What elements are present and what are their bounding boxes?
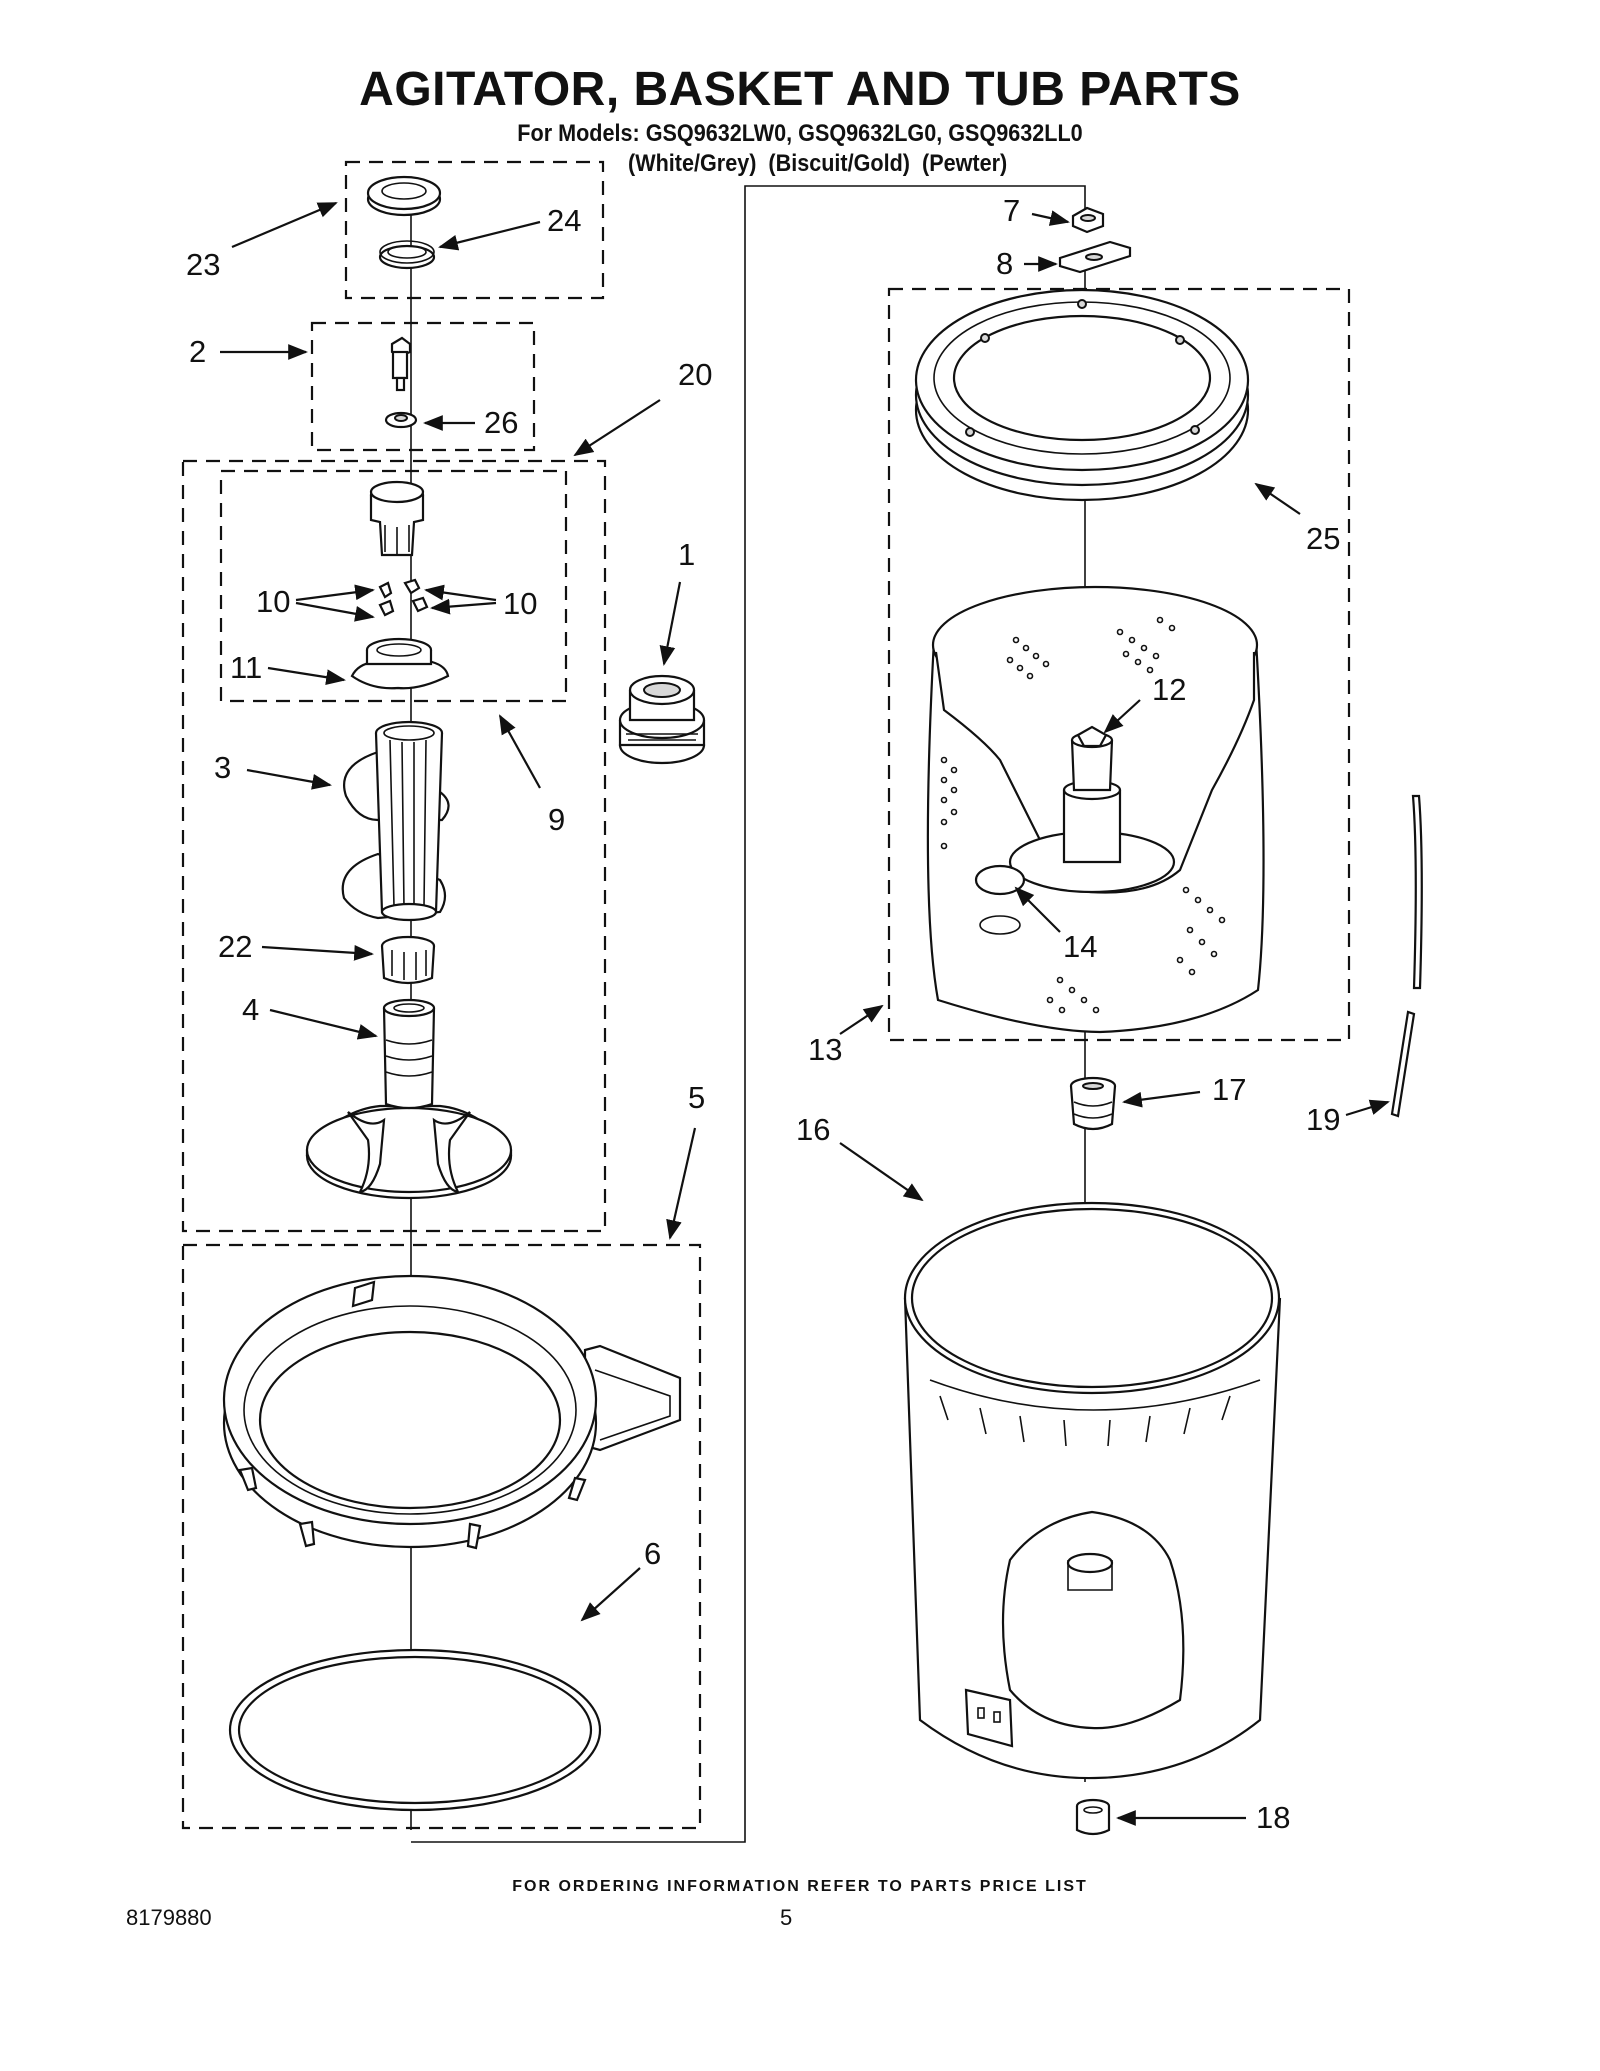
callout-20: 20 [678,357,712,392]
callout-26: 26 [484,405,518,440]
arrow-6 [580,1567,641,1622]
wash-basket-part [926,585,1265,1034]
group-box-13 [887,287,1351,1042]
arrow-10a-2 [295,601,375,622]
models-line: For Models: GSQ9632LW0, GSQ9632LG0, GSQ9… [517,120,1083,147]
drain-hose-part [1390,794,1423,1118]
callout-14: 14 [1063,929,1097,964]
callout-23: 23 [186,247,220,282]
arrow-1 [659,581,682,666]
arrow-7 [1031,210,1070,226]
arrow-25 [1254,482,1301,515]
group-box-5 [181,1243,702,1830]
callout-6: 6 [644,1536,661,1571]
arrow-16 [839,1142,924,1202]
callout-11: 11 [230,650,262,685]
tub-drain-plug-part [1075,1798,1111,1836]
arrow-13 [839,1004,884,1035]
tub-bushing-part [1069,1076,1117,1131]
tub-ring-part [222,1274,682,1550]
callout-13: 13 [808,1032,842,1067]
callout-7: 7 [1003,193,1020,228]
arrow-19 [1345,1099,1390,1117]
callout-16: 16 [796,1112,830,1147]
arrow-10a-1 [295,584,375,602]
callout-8: 8 [996,246,1013,281]
callout-12: 12 [1152,672,1186,707]
arrow-20 [573,399,661,457]
group-box-20 [181,459,607,1233]
balance-ring-part [914,288,1250,502]
tub-clip-part [1058,240,1132,274]
page-number: 5 [780,1905,793,1930]
ordering-note: FOR ORDERING INFORMATION REFER TO PARTS … [512,1878,1088,1895]
outer-tub-part [903,1201,1282,1780]
agitator-cap-part [366,175,442,217]
tub-ring-seal-part [228,1648,602,1812]
callout-3: 3 [214,750,231,785]
arrow-9 [499,714,541,789]
colors-line: (White/Grey) (Biscuit/Gold) (Pewter) [628,150,1008,177]
callout-4: 4 [242,992,259,1027]
page-title: AGITATOR, BASKET AND TUB PARTS [359,63,1241,116]
callout-10-left: 10 [256,584,290,619]
bolt-washer-part [384,411,418,429]
arrow-24 [438,220,541,251]
agitator-bolt-part [390,336,412,392]
arrow-23 [231,201,338,249]
group-box-9 [219,469,568,703]
arrow-17 [1122,1090,1201,1108]
arrow-10b-1 [424,584,497,602]
callout-9: 9 [548,802,565,837]
callout-1: 1 [678,537,695,572]
callout-2: 2 [189,334,206,369]
group-box-2-26 [310,321,536,452]
arrow-12 [1103,699,1141,734]
agitator-drive-bell-part [380,935,436,985]
agitator-auger-part [341,720,450,922]
callout-24: 24 [547,203,581,238]
callout-5: 5 [688,1080,705,1115]
arrow-5 [666,1127,697,1240]
arrow-4 [269,1008,378,1040]
assembly-route-line [411,185,1086,1843]
group-box-23-24 [344,160,605,300]
callout-25: 25 [1306,521,1340,556]
agitator-dog-housing-part [369,480,425,557]
arrow-22 [261,944,374,961]
arrow-14 [1014,886,1061,933]
callout-19: 19 [1306,1102,1340,1137]
callout-22: 22 [218,929,252,964]
drive-bearing-part [618,674,706,765]
cap-seal-ring-part [378,240,436,270]
arrow-11 [267,666,346,686]
agitator-cam-part [350,637,450,690]
snubber-part [1071,206,1105,234]
callout-18: 18 [1256,1800,1290,1835]
callout-10-right: 10 [503,586,537,621]
arrow-3 [246,768,332,790]
document-number: 8179880 [126,1905,212,1930]
arrow-10b-2 [430,598,497,615]
callout-17: 17 [1212,1072,1246,1107]
agitator-dogs-part [378,578,429,617]
agitator-base-part [305,998,513,1200]
